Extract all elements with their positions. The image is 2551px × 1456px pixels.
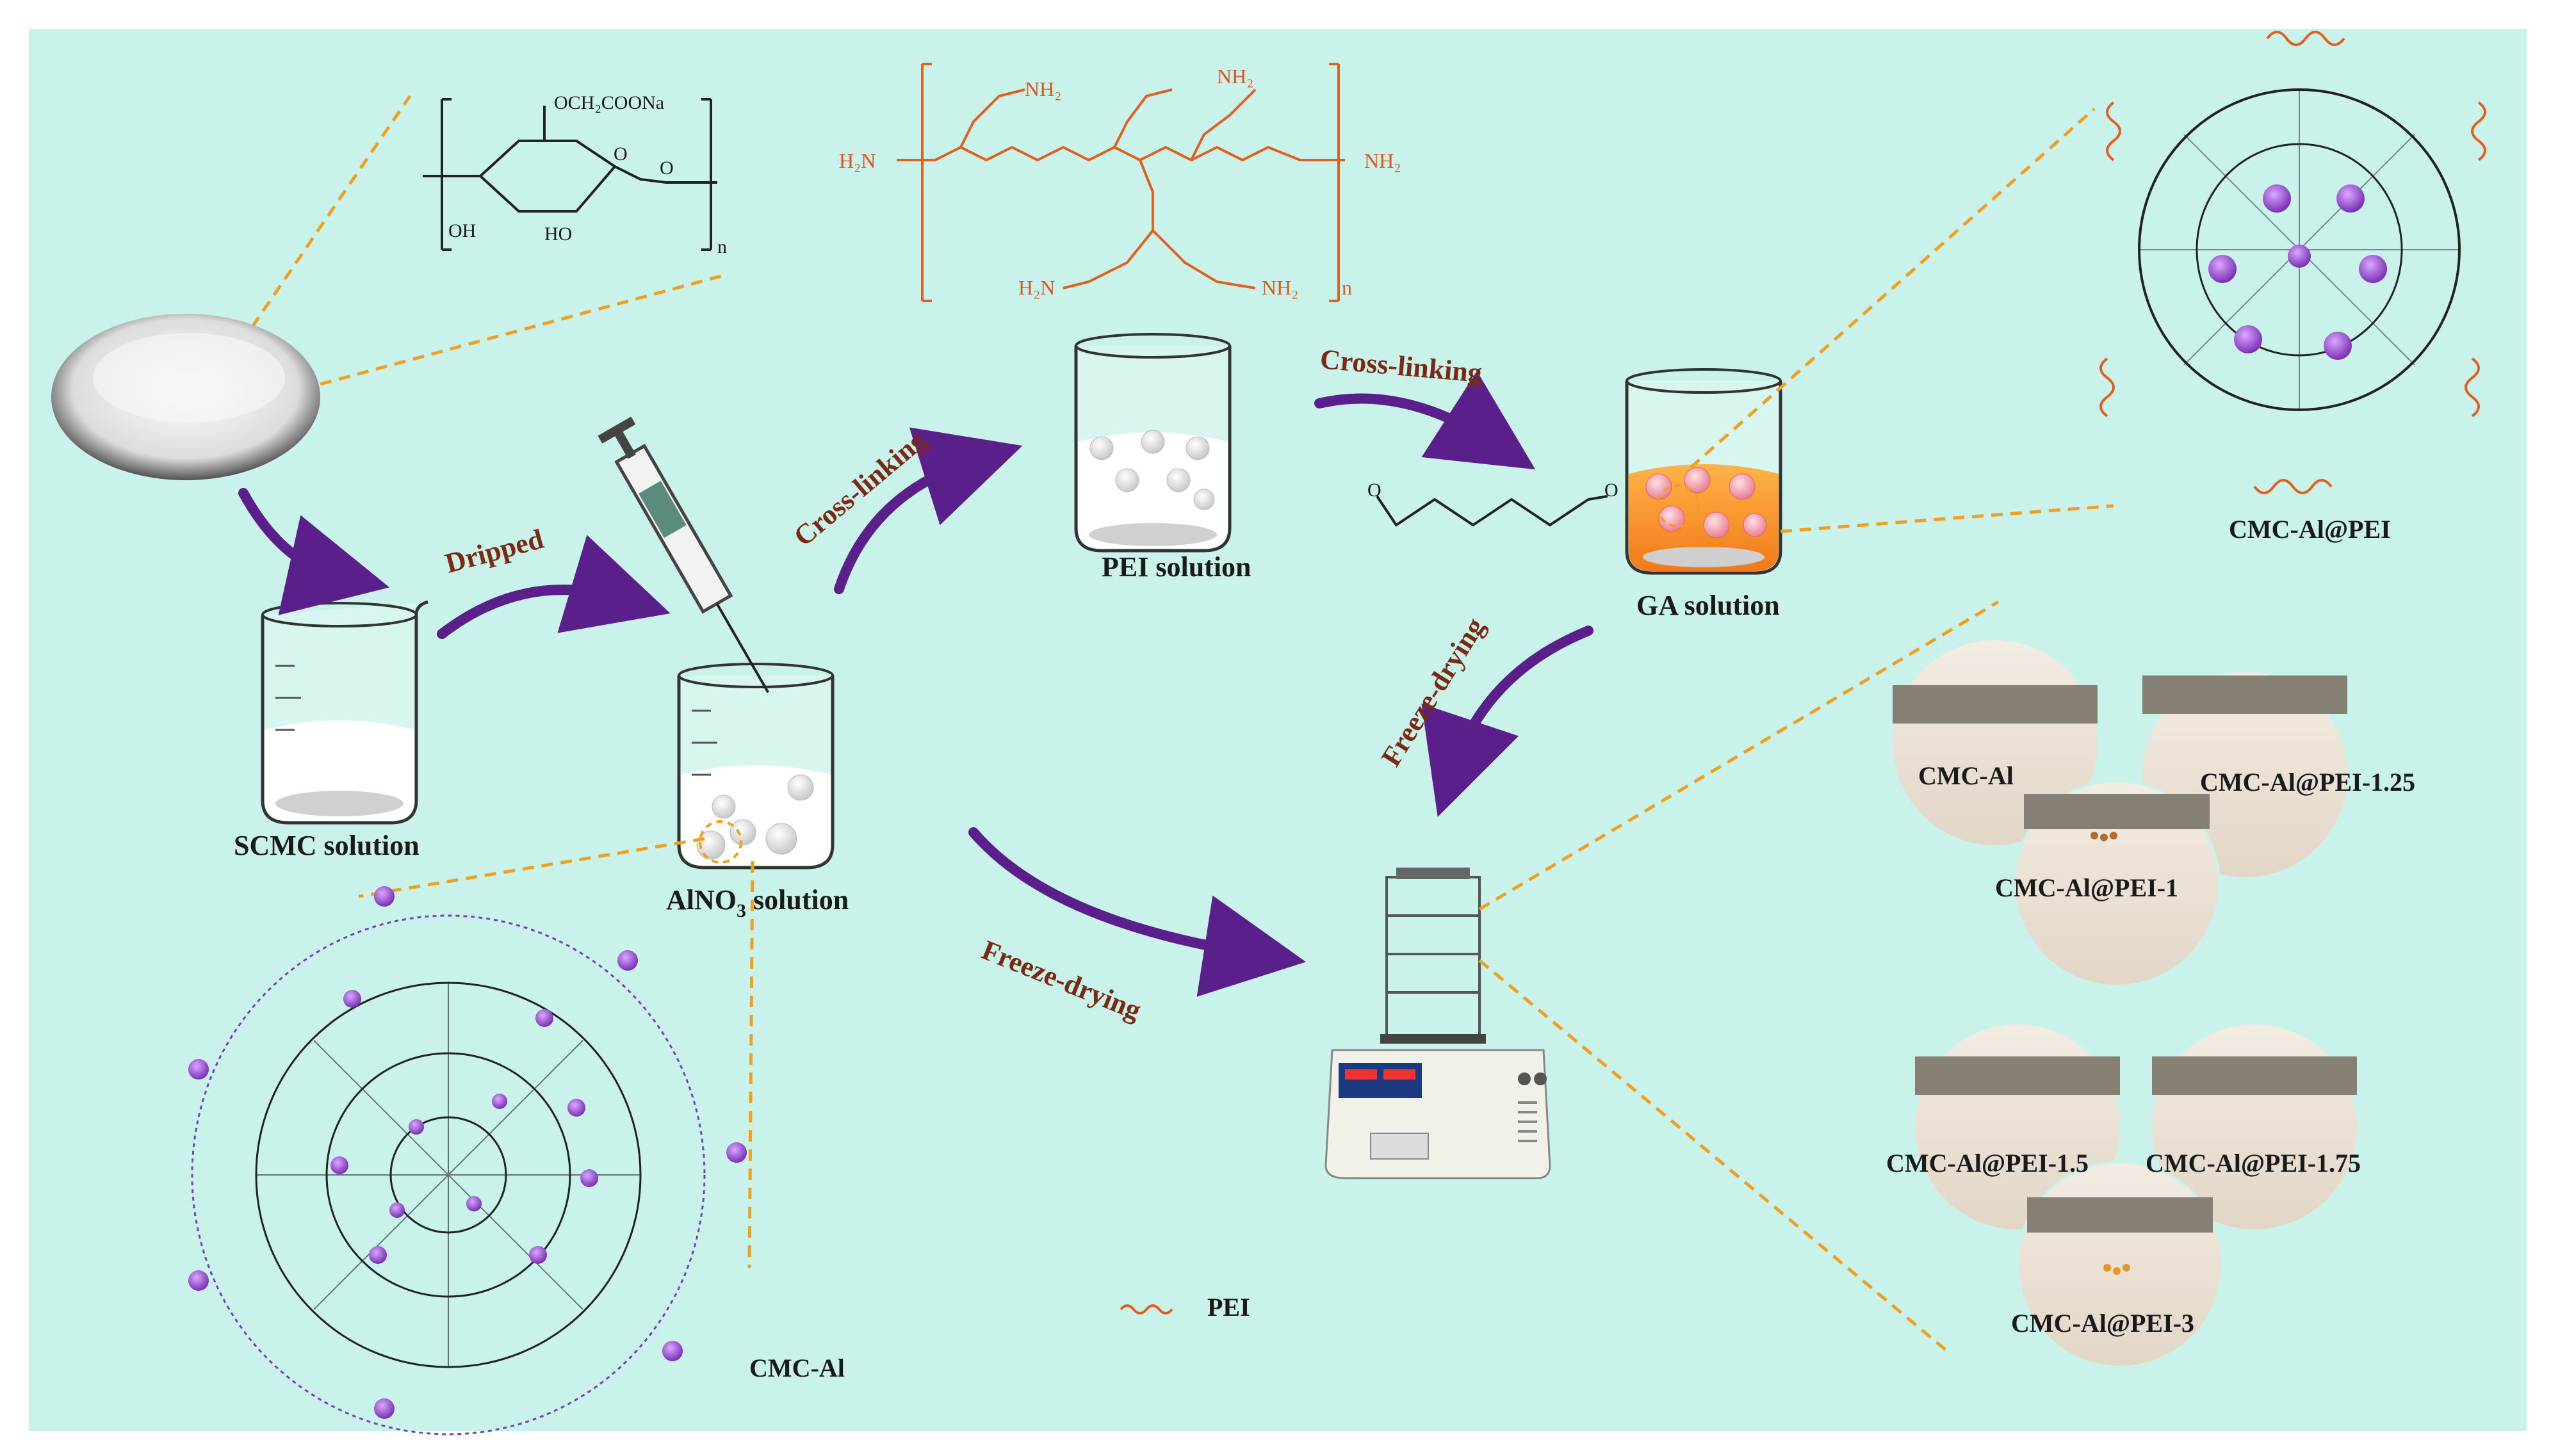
sample-photo [2013, 780, 2221, 987]
alno3-solution-label: AlNO3 solution [666, 884, 849, 921]
pei-repeat-n: n [1342, 276, 1352, 299]
cmc-structure: OCH₂COONa OH HO n O O [423, 92, 727, 257]
svg-text:O: O [1367, 480, 1381, 501]
beaker-icon [261, 600, 428, 825]
sample-label-cmc-al: CMC-Al [1918, 761, 2014, 790]
ga-zoom-lines [1690, 108, 2114, 533]
pei-h2n-left: H₂N [839, 149, 876, 172]
arrow-label-freeze-drying-2: Freeze-drying [977, 934, 1145, 1026]
cmc-oh-1: OH [448, 220, 476, 241]
pei-structure-labels: H₂N NH₂ NH₂ NH₂ H₂N NH₂ n [839, 65, 1401, 299]
sample-photos [1893, 640, 2357, 1368]
sample-label-pei-1-25: CMC-Al@PEI-1.25 [2200, 768, 2415, 797]
pei-nh2-top-1: NH₂ [1025, 77, 1061, 101]
pei-nh2-bottom: NH₂ [1262, 276, 1298, 299]
sample-photo [2152, 1024, 2357, 1229]
freeze-dryer-icon [1324, 868, 1551, 1179]
sample-label-pei-3: CMC-Al@PEI-3 [2011, 1309, 2194, 1338]
glutaraldehyde-structure: O O [1367, 480, 1618, 527]
cmc-al-label: CMC-Al [749, 1354, 845, 1382]
sample-photo [2016, 1161, 2224, 1368]
arrow-label-cross-linking-2: Cross-linking [1319, 343, 1483, 389]
legend-pei: PEI [1120, 1293, 1250, 1322]
pei-structure [897, 63, 1345, 302]
cmc-repeat-n: n [717, 236, 727, 257]
legend-pei-label: PEI [1207, 1293, 1250, 1322]
pei-solution-label: PEI solution [1102, 551, 1251, 583]
svg-text:O: O [614, 143, 628, 165]
sample-label-pei-1-75: CMC-Al@PEI-1.75 [2146, 1149, 2361, 1177]
sample-label-pei-1-5: CMC-Al@PEI-1.5 [1886, 1149, 2089, 1177]
beaker-icon [677, 663, 835, 870]
pei-nh2-right: NH₂ [1364, 149, 1401, 172]
cmc-oh-2: HO [544, 223, 572, 245]
arrow-label-freeze-drying-1: Freeze-drying [1375, 612, 1491, 772]
sample-photo [1915, 1024, 2120, 1229]
svg-text:O: O [660, 158, 674, 179]
svg-text:O: O [1604, 480, 1618, 501]
pei-h2n-bottom: H₂N [1018, 276, 1055, 299]
beaker-icon [1625, 368, 1782, 575]
cmc-al-network [188, 886, 747, 1436]
powder-photo [51, 314, 320, 480]
alno3-zoom-lines [358, 837, 754, 1268]
dryer-zoom-lines [1478, 600, 2000, 1352]
sample-label-pei-1: CMC-Al@PEI-1 [1995, 873, 2178, 902]
cmc-al-pei-network [2099, 31, 2486, 494]
syringe-icon [598, 416, 770, 693]
scmc-solution-label: SCMC solution [234, 830, 420, 861]
cmc-carboxymethyl-group: OCH₂COONa [554, 92, 664, 113]
arrow-label-dripped: Dripped [442, 523, 547, 579]
pei-nh2-top-2: NH₂ [1217, 65, 1253, 88]
beaker-icon [1074, 333, 1232, 553]
process-arrows [238, 371, 1593, 997]
cmc-al-pei-label: CMC-Al@PEI [2229, 515, 2391, 544]
ga-solution-label: GA solution [1636, 590, 1780, 621]
